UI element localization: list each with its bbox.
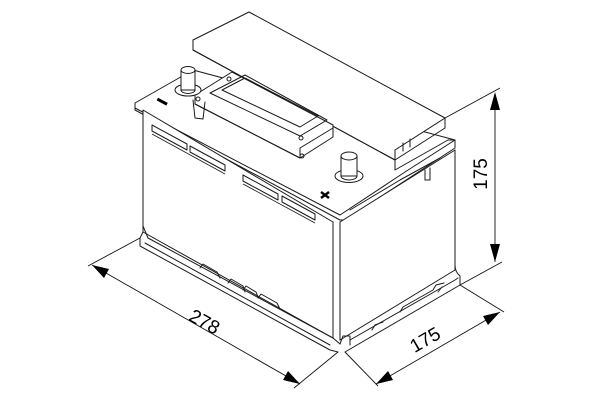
negative-symbol xyxy=(156,97,168,106)
vent-slots xyxy=(151,124,316,224)
battery-body xyxy=(134,11,461,353)
height-label: 175 xyxy=(470,158,492,190)
width-dimension xyxy=(344,284,505,387)
length-dimension xyxy=(87,237,339,389)
negative-terminal xyxy=(174,66,202,97)
positive-symbol xyxy=(320,191,330,199)
base-ledge xyxy=(139,149,461,353)
positive-terminal xyxy=(334,151,364,183)
height-dimension xyxy=(444,87,503,286)
